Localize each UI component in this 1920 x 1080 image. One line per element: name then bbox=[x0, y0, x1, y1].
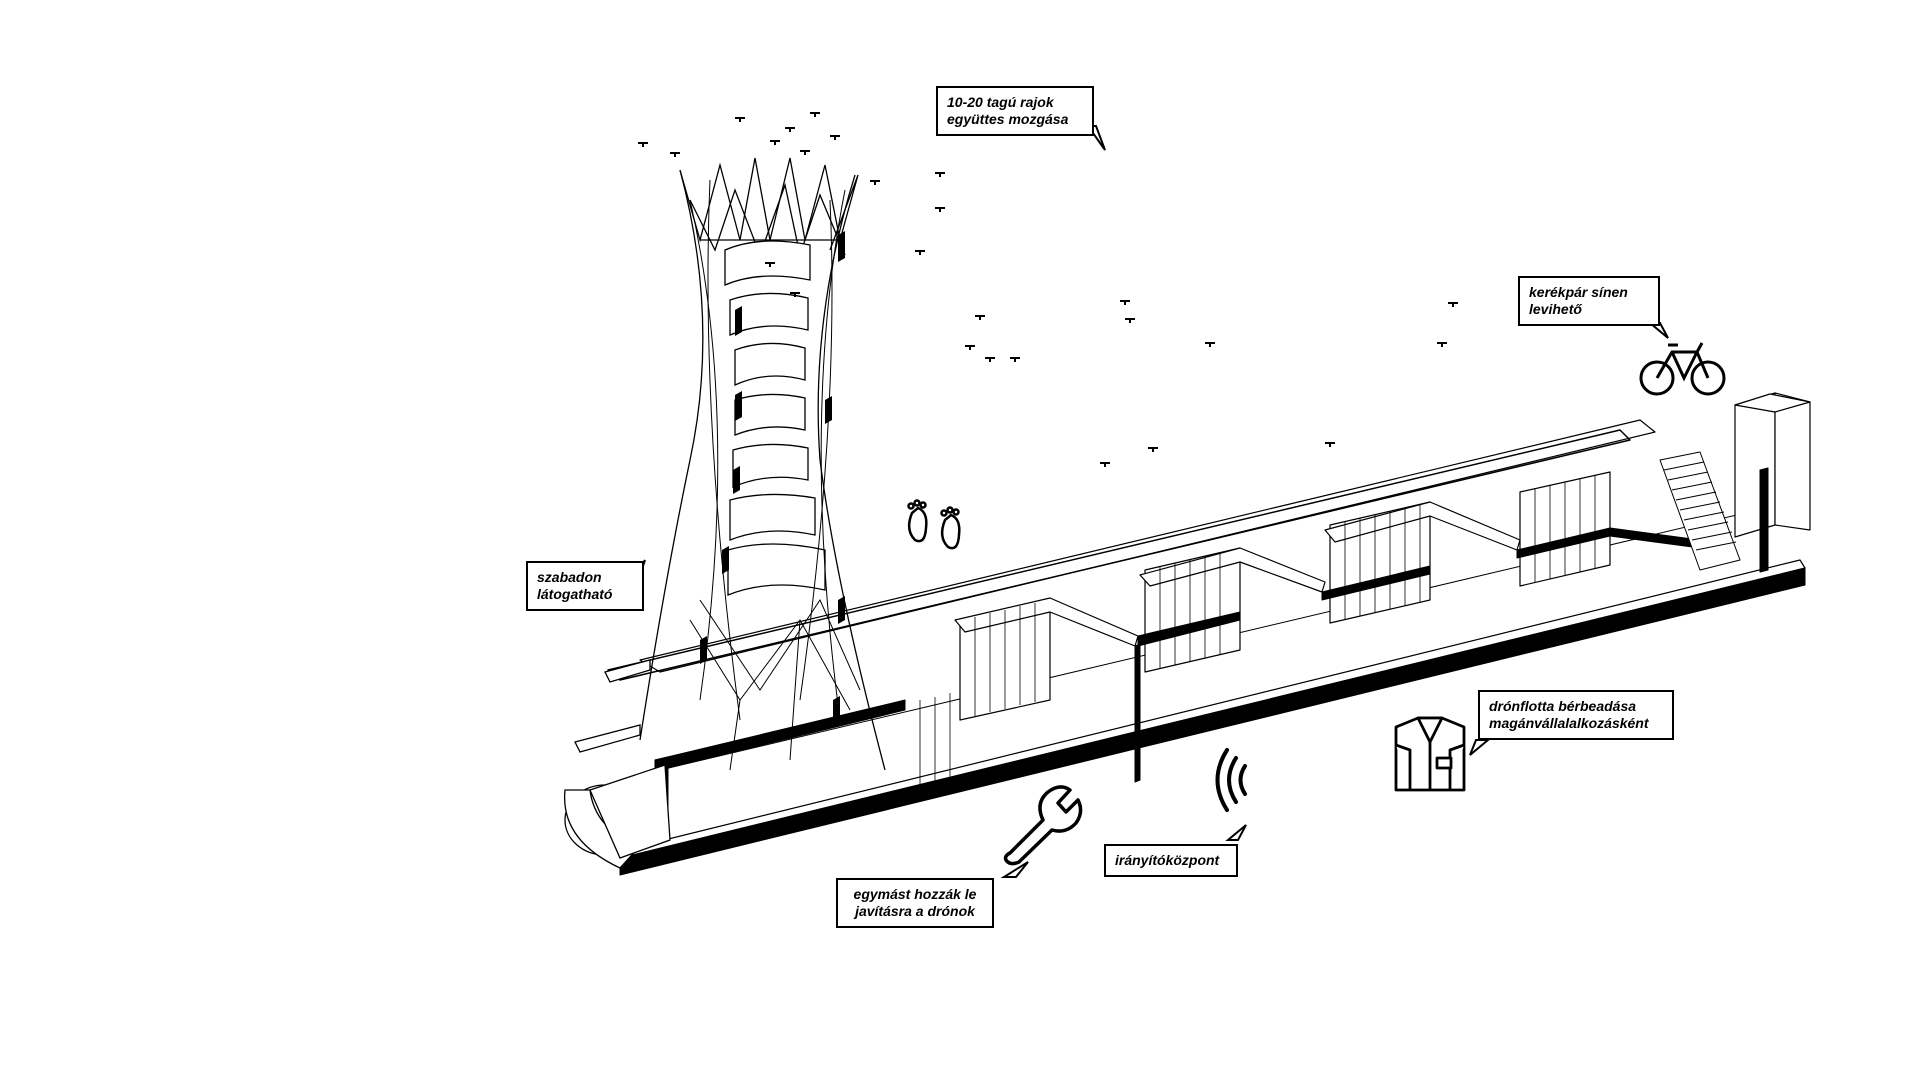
drone bbox=[975, 315, 985, 320]
room-1-partition bbox=[1134, 643, 1141, 783]
roof-slab-rear bbox=[639, 419, 1656, 673]
drone bbox=[915, 250, 925, 255]
footprints-icon bbox=[907, 499, 961, 550]
tower-panels bbox=[700, 231, 845, 726]
callout-swarm-line-2: együttes mozgása bbox=[947, 111, 1069, 127]
drone bbox=[770, 140, 780, 145]
callout-tails bbox=[631, 125, 1669, 878]
tower-floors bbox=[724, 240, 826, 596]
tall-block-top bbox=[1734, 393, 1811, 413]
drone bbox=[785, 127, 795, 132]
drone bbox=[1125, 318, 1135, 323]
room-3-roof-black bbox=[1321, 565, 1431, 601]
callout-repair-line-1: egymást hozzák le bbox=[853, 886, 977, 902]
drone-swarm bbox=[638, 112, 1458, 467]
drone bbox=[1325, 442, 1335, 447]
entrance-step-2 bbox=[604, 659, 651, 683]
roof-line-black bbox=[654, 699, 906, 771]
callout-control-center: irányítóközpont bbox=[1104, 844, 1238, 877]
tower-outline-right bbox=[817, 174, 886, 771]
drone bbox=[1100, 462, 1110, 467]
callout-drone-repair: egymást hozzák le javításra a drónok bbox=[836, 878, 994, 928]
drone bbox=[935, 172, 945, 177]
room-2-roof-black bbox=[1137, 611, 1241, 647]
tower-struts bbox=[689, 179, 861, 771]
wrench-icon bbox=[1003, 785, 1083, 866]
drone bbox=[870, 180, 880, 185]
callout-swarm-line-1: 10-20 tagú rajok bbox=[947, 94, 1054, 110]
tower-base bbox=[563, 659, 671, 869]
drone bbox=[935, 207, 945, 212]
drone bbox=[735, 117, 745, 122]
callout-visit-line-1: szabadon bbox=[537, 569, 602, 585]
tower-base-cone bbox=[589, 764, 671, 859]
tall-block-front bbox=[1734, 392, 1776, 538]
callout-fleet-line-2: magánvállalalkozásként bbox=[1489, 715, 1649, 731]
drone bbox=[1148, 447, 1158, 452]
callout-repair-line-2: javításra a drónok bbox=[855, 903, 975, 919]
drone bbox=[830, 135, 840, 140]
callout-bicycle-rail: kerékpár sínen levihető bbox=[1518, 276, 1660, 326]
end-wall-right bbox=[1759, 467, 1769, 573]
drone bbox=[810, 112, 820, 117]
callout-bike-line-2: levihető bbox=[1529, 301, 1582, 317]
staircase bbox=[1659, 451, 1741, 571]
callout-freely-visitable: szabadon látogatható bbox=[526, 561, 644, 611]
tall-block-side bbox=[1774, 392, 1811, 531]
drone bbox=[1120, 300, 1130, 305]
callout-fleet-line-1: drónflotta bérbeadása bbox=[1489, 698, 1637, 714]
drone bbox=[1437, 342, 1447, 347]
building-section bbox=[607, 392, 1811, 876]
drone bbox=[765, 262, 775, 267]
drone bbox=[1010, 357, 1020, 362]
callout-swarm-movement: 10-20 tagú rajok együttes mozgása bbox=[936, 86, 1094, 136]
drone bbox=[800, 150, 810, 155]
wireless-signal-icon bbox=[1215, 748, 1247, 812]
wall-hatching bbox=[919, 475, 1596, 790]
tower-outline-left bbox=[639, 169, 704, 741]
tower bbox=[639, 157, 886, 771]
callout-visit-line-2: látogatható bbox=[537, 586, 613, 602]
bicycle-icon bbox=[1639, 342, 1726, 396]
drone bbox=[965, 345, 975, 350]
drone bbox=[1448, 302, 1458, 307]
drone bbox=[1205, 342, 1215, 347]
callout-control-line-1: irányítóközpont bbox=[1115, 852, 1220, 868]
tower-crown bbox=[679, 157, 859, 258]
drone bbox=[670, 152, 680, 157]
drone bbox=[985, 357, 995, 362]
drone bbox=[790, 292, 800, 297]
callout-drone-fleet-rental: drónflotta bérbeadása magánvállalalkozás… bbox=[1478, 690, 1674, 740]
uniform-shirt-icon bbox=[1394, 716, 1466, 792]
drone bbox=[638, 142, 648, 147]
callout-bike-line-1: kerékpár sínen bbox=[1529, 284, 1628, 300]
entrance-step bbox=[574, 724, 641, 753]
